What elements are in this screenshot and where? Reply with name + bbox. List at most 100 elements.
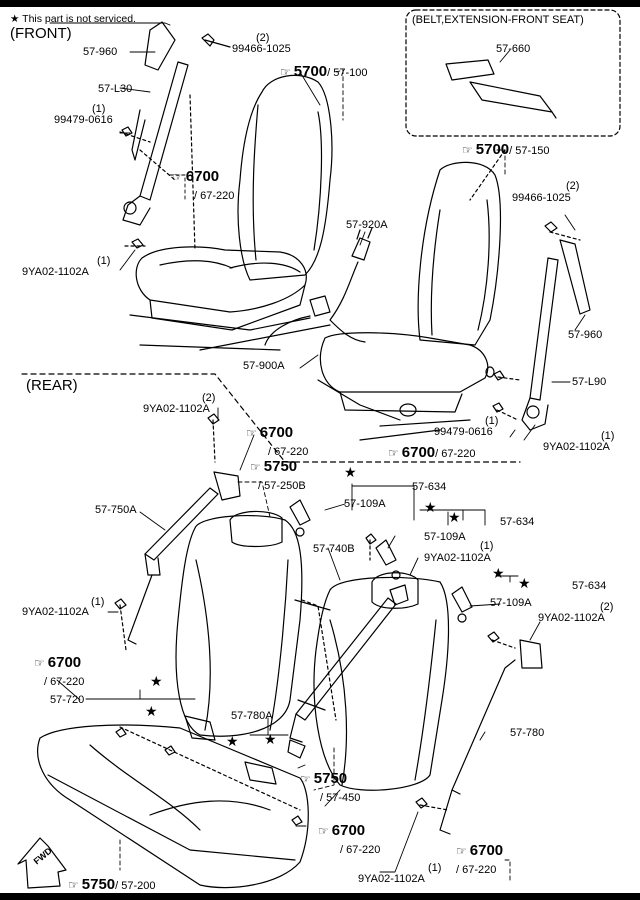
label-57-109a-c: 57-109A bbox=[490, 597, 532, 609]
ref-6700-67-220-b[interactable]: ☞6700/ 67-220 bbox=[388, 444, 476, 462]
front-seat-left bbox=[129, 74, 333, 351]
label-9ya02-1102a-f: 9YA02-1102A bbox=[538, 612, 605, 624]
rear-seat-cushion bbox=[37, 724, 309, 889]
ref-subnumber: / 57-150 bbox=[509, 145, 550, 157]
ref-subnumber: / 57-100 bbox=[327, 67, 368, 79]
label-57-109a-b: 57-109A bbox=[424, 531, 466, 543]
star-mark-4: ★ bbox=[492, 565, 505, 581]
label-57-920a: 57-920A bbox=[346, 219, 388, 231]
ref-5750-57-450[interactable]: ☞5750 / 57-450 bbox=[300, 770, 360, 806]
ref-number: 5700 bbox=[293, 63, 328, 80]
label-57-780: 57-780 bbox=[510, 727, 545, 739]
pointing-hand-icon: ☞ bbox=[250, 460, 261, 474]
label-99479-0616-b: 99479-0616 bbox=[434, 426, 493, 438]
pointing-hand-icon: ☞ bbox=[300, 772, 311, 786]
ref-6700-67-220-f[interactable]: ☞6700/ 67-220 bbox=[456, 842, 503, 878]
pointing-hand-icon: ☞ bbox=[462, 143, 473, 157]
not-serviced-note: ★ This part is not serviced. bbox=[10, 13, 136, 25]
ref-number: 6700 bbox=[331, 822, 366, 839]
bottom-border bbox=[0, 893, 640, 900]
ref-subnumber: / 57-250B bbox=[258, 480, 306, 492]
front-left-belt bbox=[119, 21, 231, 249]
star-mark-8: ★ bbox=[226, 733, 239, 749]
label-9ya02-1102a-c: 9YA02-1102A bbox=[143, 403, 210, 415]
rear-seatback-right bbox=[294, 572, 450, 791]
section-extension-title: (BELT,EXTENSION-FRONT SEAT) bbox=[412, 14, 584, 26]
front-right-belt bbox=[492, 221, 591, 431]
pointing-hand-icon: ☞ bbox=[34, 656, 45, 670]
label-9ya02-1102a: 9YA02-1102A bbox=[22, 266, 89, 278]
pointing-hand-icon: ☞ bbox=[246, 426, 257, 440]
star-mark-2: ★ bbox=[424, 499, 437, 515]
qty-9ya02-1102a-b: (1) bbox=[601, 430, 615, 442]
label-9ya02-1102a-e: 9YA02-1102A bbox=[424, 552, 491, 564]
star-mark-6: ★ bbox=[150, 673, 163, 689]
label-57-900a: 57-900A bbox=[243, 360, 285, 372]
label-57-634-b: 57-634 bbox=[500, 516, 535, 528]
label-99479-0616: 99479-0616 bbox=[54, 114, 113, 126]
ref-number: 5750 bbox=[313, 770, 348, 787]
ref-5700-57-150[interactable]: ☞5700/ 57-150 bbox=[462, 141, 550, 159]
ref-6700-67-220-e[interactable]: ☞6700 / 67-220 bbox=[318, 822, 380, 858]
section-divider bbox=[21, 373, 521, 463]
qty-99479-0616: (1) bbox=[92, 103, 106, 115]
ref-number: 6700 bbox=[185, 168, 220, 185]
leader-lines bbox=[49, 22, 586, 881]
ref-number: 6700 bbox=[401, 444, 436, 461]
ref-number: 6700 bbox=[259, 424, 294, 441]
top-border bbox=[0, 0, 640, 7]
qty-9ya02-1102a-f: (2) bbox=[600, 601, 614, 613]
qty-99466-1025-b: (2) bbox=[566, 180, 580, 192]
ref-6700-67-220-d[interactable]: ☞6700/ 67-220 bbox=[34, 654, 84, 690]
label-57-720: 57-720 bbox=[50, 694, 85, 706]
front-seat-right bbox=[264, 149, 506, 441]
qty-9ya02-1102a-g: (1) bbox=[428, 862, 442, 874]
rear-left-belt bbox=[114, 413, 241, 651]
ref-5750-57-250b[interactable]: ☞5750 / 57-250B bbox=[250, 458, 306, 494]
star-mark-7: ★ bbox=[145, 703, 158, 719]
label-57-780a: 57-780A bbox=[231, 710, 273, 722]
ref-subnumber: / 67-220 bbox=[194, 190, 235, 202]
label-57-l30: 57-L30 bbox=[98, 83, 133, 95]
star-mark-1: ★ bbox=[344, 464, 357, 480]
extension-belt bbox=[445, 59, 557, 119]
pointing-hand-icon: ☞ bbox=[388, 446, 399, 460]
ref-6700-67-220-c[interactable]: ☞6700 / 67-220 bbox=[246, 424, 308, 460]
ref-subnumber: / 67-220 bbox=[435, 448, 476, 460]
pointing-hand-icon: ☞ bbox=[318, 824, 329, 838]
ref-subnumber: / 67-220 bbox=[268, 446, 309, 458]
ref-number: 5750 bbox=[81, 876, 116, 893]
ref-subnumber: / 67-220 bbox=[340, 844, 381, 856]
rear-right-belt bbox=[415, 631, 543, 835]
ref-subnumber: / 57-450 bbox=[320, 792, 361, 804]
ref-subnumber: / 67-220 bbox=[456, 864, 497, 876]
pointing-hand-icon: ☞ bbox=[68, 878, 79, 892]
label-57-960-b: 57-960 bbox=[568, 329, 603, 341]
ref-6700-67-220-a[interactable]: ☞6700 / 67-220 bbox=[172, 168, 234, 204]
label-57-960: 57-960 bbox=[83, 46, 118, 58]
ref-number: 5750 bbox=[263, 458, 298, 475]
pointing-hand-icon: ☞ bbox=[280, 65, 291, 79]
section-front-title: (FRONT) bbox=[10, 25, 72, 42]
label-57-660: 57-660 bbox=[496, 43, 531, 55]
qty-9ya02-1102a-d: (1) bbox=[91, 596, 105, 608]
star-icon: ★ bbox=[10, 13, 20, 25]
qty-9ya02-1102a-e: (1) bbox=[480, 540, 494, 552]
ref-5700-57-100[interactable]: ☞5700/ 57-100 bbox=[280, 63, 368, 81]
label-57-740b: 57-740B bbox=[313, 543, 355, 555]
rear-anchors bbox=[184, 499, 473, 785]
note-text: This part is not serviced. bbox=[22, 13, 136, 25]
ref-5750-57-200[interactable]: ☞5750/ 57-200 bbox=[68, 876, 156, 894]
label-57-109a: 57-109A bbox=[344, 498, 386, 510]
ref-number: 6700 bbox=[469, 842, 504, 859]
qty-9ya02-1102a-c: (2) bbox=[202, 392, 216, 404]
pointing-hand-icon: ☞ bbox=[172, 170, 183, 184]
rear-seatback-left bbox=[175, 510, 303, 737]
label-9ya02-1102a-d: 9YA02-1102A bbox=[22, 606, 89, 618]
fwd-arrow bbox=[17, 837, 67, 889]
ref-number: 6700 bbox=[47, 654, 82, 671]
section-rear-title: (REAR) bbox=[26, 377, 78, 394]
star-mark-5: ★ bbox=[518, 575, 531, 591]
